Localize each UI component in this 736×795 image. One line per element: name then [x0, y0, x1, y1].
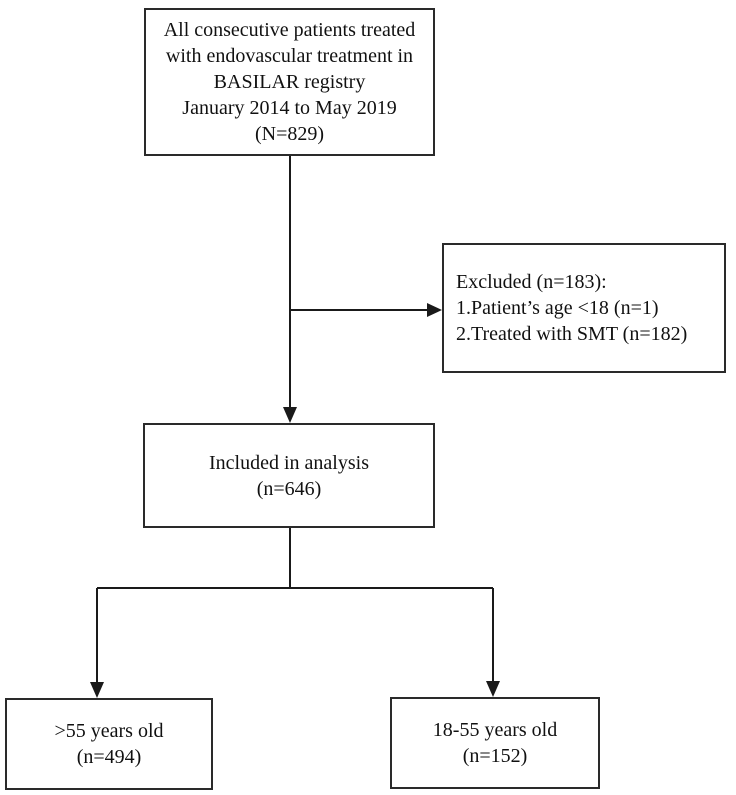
text-line: 2.Treated with SMT (n=182) — [456, 323, 688, 345]
text-line: All consecutive patients treated — [163, 19, 416, 41]
arrowhead-down-icon — [283, 407, 297, 423]
text-line: 18-55 years old — [432, 719, 558, 741]
text-line: with endovascular treatment in — [165, 45, 414, 67]
connector-branch-to-older — [90, 588, 104, 698]
node-excluded: Excluded (n=183): 1.Patient’s age <18 (n… — [442, 243, 726, 373]
node-included: Included in analysis (n=646) — [143, 423, 435, 528]
text-line: (n=152) — [462, 745, 528, 767]
text-line: (n=646) — [256, 477, 322, 500]
arrowhead-down-icon — [90, 682, 104, 698]
text-line: >55 years old — [54, 720, 164, 742]
text-line: BASILAR registry — [213, 71, 366, 93]
connector-included-to-branch — [97, 528, 493, 589]
text-line: January 2014 to May 2019 — [182, 97, 397, 119]
node-all-patients: All consecutive patients treated with en… — [144, 8, 435, 156]
node-older-group: >55 years old (n=494) — [5, 698, 213, 790]
connector-to-excluded — [290, 303, 442, 317]
connector-branch-to-younger — [486, 588, 500, 697]
text-line: (N=829) — [254, 123, 325, 145]
connector-top-to-included — [283, 156, 297, 423]
text-line: (n=494) — [76, 746, 142, 768]
text-line: Included in analysis — [209, 451, 369, 474]
node-younger-group: 18-55 years old (n=152) — [390, 697, 600, 789]
arrowhead-down-icon — [486, 681, 500, 697]
arrowhead-right-icon — [427, 303, 442, 317]
text-line: 1.Patient’s age <18 (n=1) — [456, 297, 659, 319]
text-line: Excluded (n=183): — [456, 271, 607, 293]
